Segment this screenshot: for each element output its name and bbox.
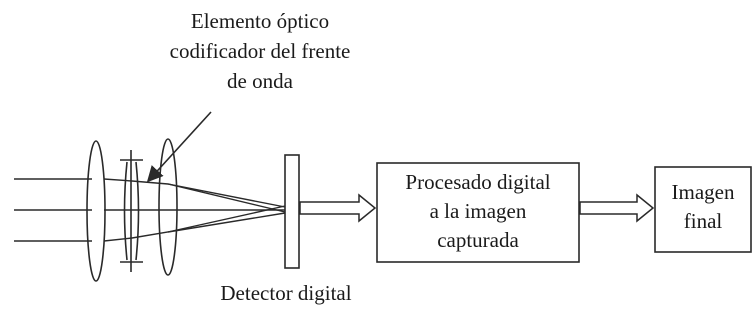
ray-top-path <box>103 178 286 213</box>
arrow-processing-to-final <box>579 193 655 223</box>
second-lens <box>158 138 178 276</box>
ray-cross-a <box>167 183 286 208</box>
arrow-detector-to-processing <box>299 193 377 223</box>
processing-box-line1: Procesado digital <box>405 170 551 194</box>
detector-label: Detector digital <box>220 281 352 305</box>
final-image-box <box>654 166 752 253</box>
incoming-rays <box>14 178 92 242</box>
final-image-line2: final <box>683 209 723 233</box>
processing-box-line2: a la imagen <box>429 199 527 223</box>
coding-element-label: Elemento óptico codificador del frente d… <box>120 6 400 96</box>
annotation-pointer-arrow <box>146 111 212 183</box>
coding-element-label-line1: Elemento óptico <box>190 9 330 33</box>
ray-bottom-path <box>103 205 286 242</box>
processing-box <box>376 162 580 263</box>
processing-box-line3: capturada <box>437 228 519 252</box>
final-image-line1: Imagen <box>671 180 735 204</box>
coding-plate-right <box>135 161 140 261</box>
coding-plate-left <box>123 161 128 261</box>
ray-cross-b <box>167 212 286 233</box>
first-lens <box>86 140 106 282</box>
coding-element-label-line3: de onda <box>227 69 293 93</box>
converging-rays <box>103 178 286 242</box>
digital-detector <box>284 154 300 269</box>
wavefront-coding-element <box>120 150 143 272</box>
processing-box-text: Procesado digital a la imagen capturada <box>377 168 579 255</box>
final-image-text: Imagen final <box>655 178 751 236</box>
coding-element-label-line2: codificador del frente <box>169 39 351 63</box>
